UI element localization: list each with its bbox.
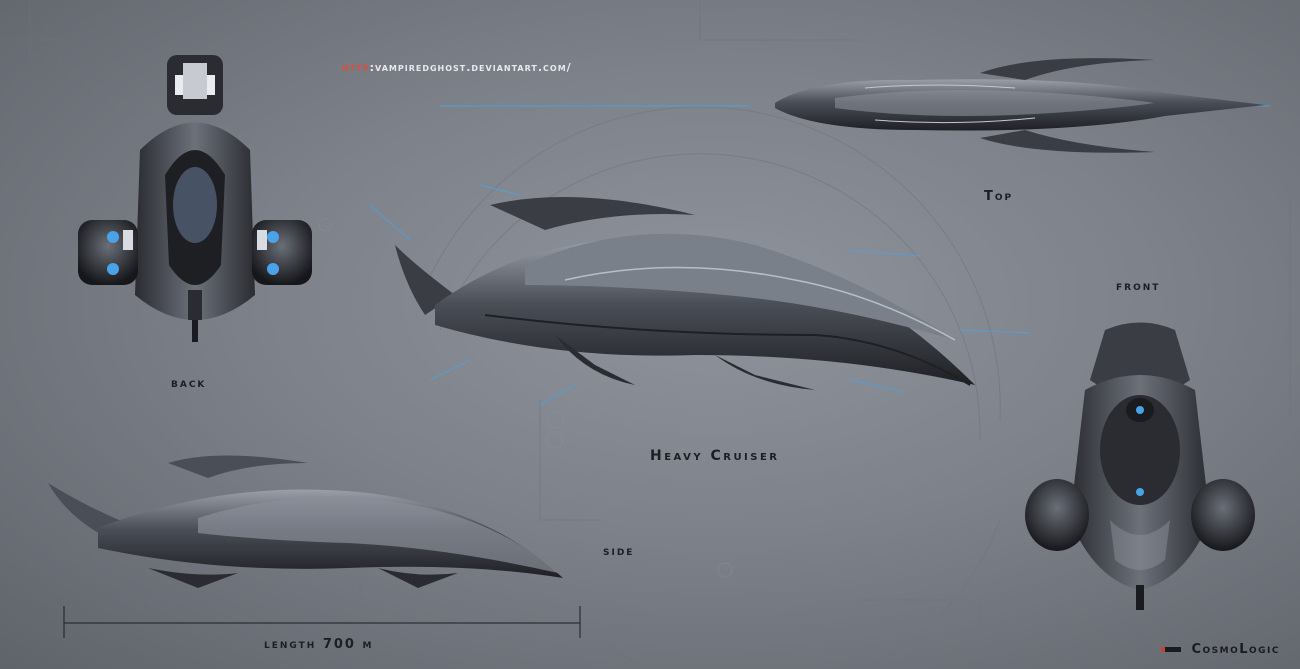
url-prefix: http <box>342 61 370 74</box>
brand-mark-icon <box>1161 647 1182 652</box>
view-label-back: back <box>171 376 207 391</box>
brand-name: CosmoLogic <box>1191 642 1280 657</box>
ship-side-view <box>48 455 563 588</box>
ship-perspective-view <box>395 197 975 390</box>
view-label-side: side <box>603 544 635 559</box>
view-label-top: Top <box>984 189 1014 204</box>
ship-top-view <box>775 58 1265 153</box>
ship-class-title: Heavy Cruiser <box>650 448 780 464</box>
url-rest: :vampiredghost.deviantart.com/ <box>369 61 572 74</box>
ship-back-view <box>78 55 312 342</box>
watermark-url: http:vampiredghost.deviantart.com/ <box>342 61 572 74</box>
brand-signature: CosmoLogic <box>1161 642 1280 657</box>
scale-bar <box>63 606 581 638</box>
length-label: length 700 m <box>264 637 374 652</box>
view-label-front: front <box>1116 279 1161 294</box>
ship-front-view <box>1025 322 1255 610</box>
